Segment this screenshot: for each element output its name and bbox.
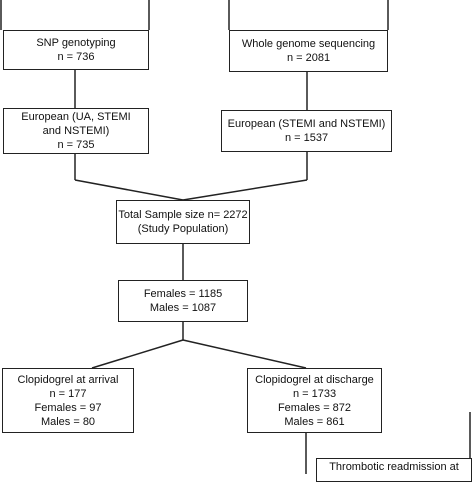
clopidogrel-arrival-box: Clopidogrel at arrival n = 177 Females =… (2, 368, 134, 433)
total-box-line-2: (Study Population) (137, 223, 229, 235)
wgs-box-line-1: Whole genome sequencing (241, 38, 376, 50)
arrival-line-3: Females = 97 (34, 401, 102, 414)
readmission-line-1: Thrombotic readmission at (329, 461, 459, 473)
discharge-line-3: Females = 872 (277, 401, 352, 414)
arrival-line-2: n = 177 (49, 387, 87, 400)
connector-split-right (182, 339, 307, 369)
total-sample-box: Total Sample size n= 2272 (Study Populat… (116, 200, 250, 244)
snp-box-line-1: SNP genotyping (36, 37, 116, 49)
european-wgs-box: European (STEMI and NSTEMI) n = 1537 (221, 110, 392, 152)
sex-box-line-1: Females = 1185 (143, 288, 223, 300)
thrombotic-readmission-box: Thrombotic readmission at (316, 458, 472, 482)
european-wgs-line-2: n = 1537 (284, 132, 329, 144)
total-box-line-1: Total Sample size n= 2272 (118, 209, 248, 221)
european-snp-box: European (UA, STEMI and NSTEMI) n = 735 (3, 108, 149, 154)
discharge-line-1: Clopidogrel at discharge (255, 373, 374, 386)
snp-genotyping-box: SNP genotyping n = 736 (3, 30, 149, 70)
arrival-line-4: Males = 80 (40, 415, 96, 428)
snp-box-line-2: n = 736 (57, 51, 95, 63)
european-snp-line-2: and NSTEMI) (42, 125, 110, 137)
connector-merge-left (74, 179, 184, 201)
whole-genome-sequencing-box: Whole genome sequencing n = 2081 (229, 30, 388, 72)
arrival-line-1: Clopidogrel at arrival (17, 373, 119, 386)
wgs-box-line-2: n = 2081 (286, 52, 331, 64)
clopidogrel-discharge-box: Clopidogrel at discharge n = 1733 Female… (247, 368, 382, 433)
discharge-line-4: Males = 861 (284, 415, 345, 428)
european-snp-line-3: n = 735 (57, 139, 95, 151)
european-wgs-line-1: European (STEMI and NSTEMI) (227, 118, 386, 130)
discharge-line-2: n = 1733 (292, 387, 337, 400)
connector-merge-right (182, 179, 308, 201)
sex-box-line-2: Males = 1087 (149, 302, 217, 314)
sex-breakdown-box: Females = 1185 Males = 1087 (118, 280, 248, 322)
european-snp-line-1: European (UA, STEMI (21, 111, 131, 123)
connector-split-left (91, 339, 184, 369)
